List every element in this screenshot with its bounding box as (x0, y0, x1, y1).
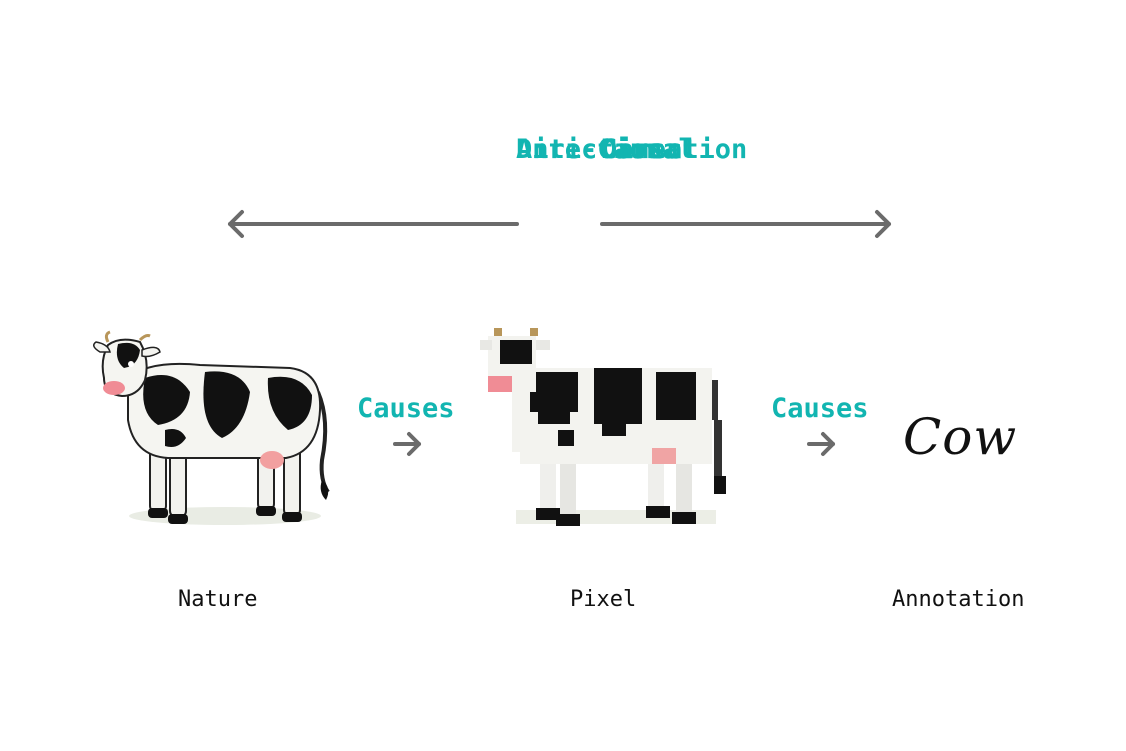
anti-causal-arrow (228, 210, 519, 238)
nature-cow-image (93, 330, 330, 525)
annotation-word: Cow (903, 408, 1018, 466)
pixel-causes-annotation-label: Causes (771, 393, 869, 424)
pixel-label: Pixel (570, 587, 637, 612)
pixel-to-annotation-arrow (807, 432, 835, 456)
pixel-cow-image (480, 328, 726, 526)
causal-line-1: Causal (601, 134, 699, 165)
causal-line-2: Direction (601, 134, 748, 165)
annotation-label: Annotation (892, 587, 1025, 612)
causal-arrow (600, 210, 891, 238)
nature-causes-pixel-label: Causes (357, 393, 455, 424)
nature-label: Nature (178, 587, 258, 612)
nature-to-pixel-arrow (393, 432, 421, 456)
anti-causal-line-2: Direction (516, 134, 663, 165)
anti-causal-line-1: Anti-Causal (516, 134, 695, 165)
